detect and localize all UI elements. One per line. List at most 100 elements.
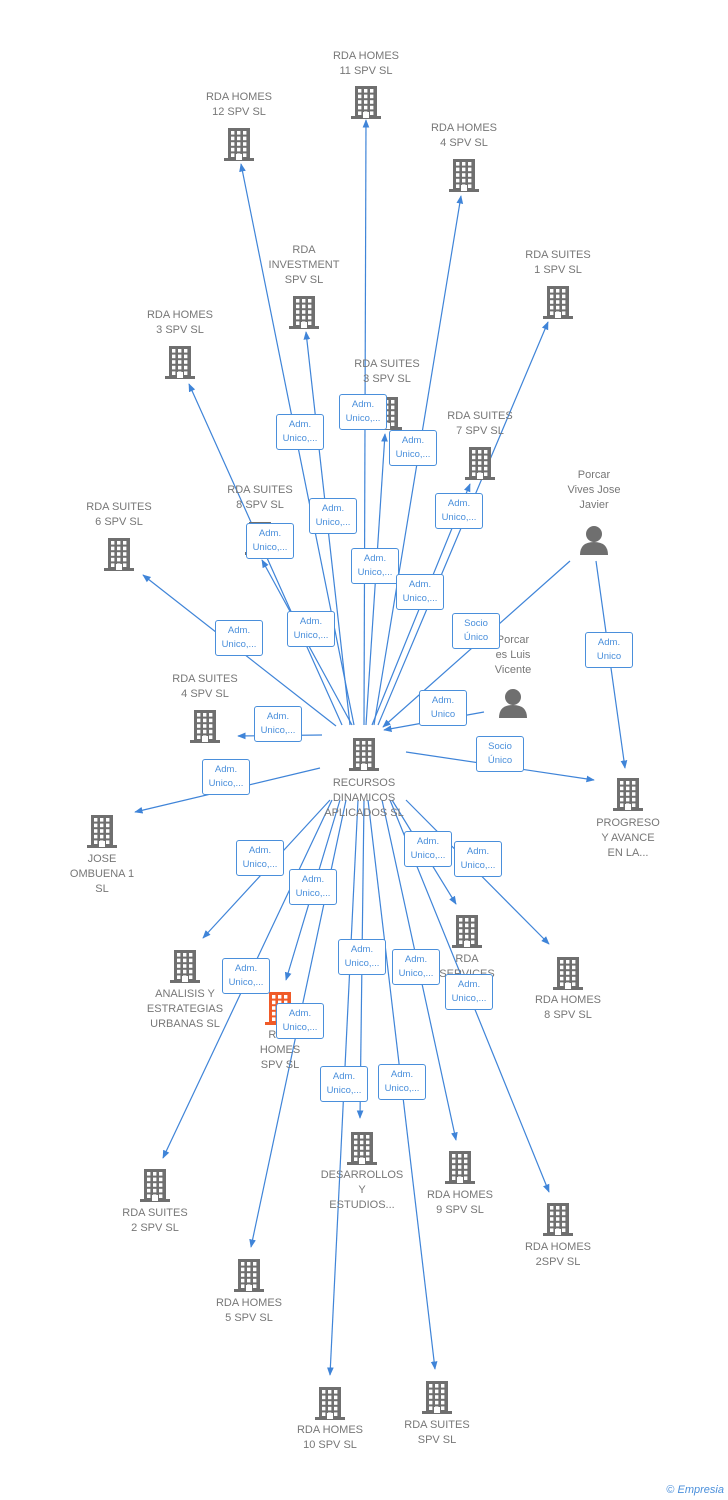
node-label-line: 7 SPV SL	[456, 425, 504, 437]
relation-badge-center-analisis[interactable]: Adm.Unico,...	[236, 840, 284, 876]
relation-badge-center-suites4[interactable]: Adm.Unico,...	[254, 706, 302, 742]
node-label-line: Javier	[579, 499, 609, 511]
building-icon[interactable]	[102, 536, 136, 577]
relation-badge-center-homes11[interactable]: Adm.Unico,...	[339, 394, 387, 430]
node-label-line: HOMES	[259, 1044, 301, 1056]
relation-badge-center-desarrollos[interactable]: Adm.Unico,...	[338, 939, 386, 975]
node-label-line: 3 SPV SL	[363, 373, 411, 385]
relation-badge-center-homes8[interactable]: Adm.Unico,...	[454, 841, 502, 877]
relation-badge-porcarjlv-center[interactable]: Adm.Unico	[419, 690, 467, 726]
building-icon[interactable]	[347, 736, 381, 777]
relation-badge-line: Adm.	[266, 711, 290, 722]
building-icon[interactable]	[313, 1385, 347, 1426]
building-icon[interactable]	[420, 1379, 454, 1420]
node-label-line: RDA SUITES	[354, 358, 420, 370]
relation-badge-center-homes2spv[interactable]: Adm.Unico,...	[445, 974, 493, 1010]
building-icon[interactable]	[287, 294, 321, 335]
building-icon[interactable]	[541, 1201, 575, 1242]
building-icon[interactable]	[232, 1257, 266, 1298]
building-icon[interactable]	[168, 948, 202, 989]
building-icon[interactable]	[349, 84, 383, 125]
node-label-line: RDA	[455, 953, 479, 965]
building-icon[interactable]	[463, 445, 497, 486]
relation-badge-center-suites6[interactable]: Adm.Unico,...	[215, 620, 263, 656]
relation-badge-line: Unico,...	[410, 850, 446, 861]
person-icon[interactable]	[578, 525, 610, 560]
node-label-line: 5 SPV SL	[225, 1312, 273, 1324]
relation-badge-line: Adm.	[258, 528, 282, 539]
node-label-line: RDA HOMES	[296, 1424, 364, 1436]
node-label-line: 9 SPV SL	[436, 1204, 484, 1216]
building-icon[interactable]	[611, 776, 645, 817]
relation-badge-center-suites8[interactable]: Adm.Unico,...	[287, 611, 335, 647]
building-icon[interactable]	[541, 284, 575, 325]
brand-logo[interactable]: Empresia	[677, 1484, 724, 1496]
relation-badge-center-homes9[interactable]: Adm.Unico,...	[392, 949, 440, 985]
node-label-line: JOSE	[87, 853, 117, 865]
node-label-suites3[interactable]: RDA SUITES 3 SPV SL	[354, 357, 419, 387]
relation-badge-line: Adm.	[404, 954, 428, 965]
relation-badge-line: Adm.	[466, 846, 490, 857]
relation-badge-line: Adm.	[234, 963, 258, 974]
relation-badge-center-suites2[interactable]: Adm.Unico,...	[222, 958, 270, 994]
building-icon[interactable]	[443, 1149, 477, 1190]
relation-badge-center-suites3[interactable]: Adm.Unico,...	[351, 548, 399, 584]
relation-badge-center-homes12[interactable]: Adm.Unico,...	[276, 414, 324, 450]
relation-badge-center-jose[interactable]: Adm.Unico,...	[202, 759, 250, 795]
node-label-line: DINAMICOS	[332, 792, 396, 804]
relation-badge-center-homes4[interactable]: Adm.Unico,...	[389, 430, 437, 466]
relation-badge-line: Único	[463, 632, 489, 643]
relation-badge-center-homesspv[interactable]: Adm.Unico,...	[289, 869, 337, 905]
node-label-line: 4 SPV SL	[181, 688, 229, 700]
node-label-line: RDA HOMES	[524, 1241, 592, 1253]
building-icon[interactable]	[447, 157, 481, 198]
building-icon[interactable]	[188, 708, 222, 749]
building-icon[interactable]	[138, 1167, 172, 1208]
node-label-line: SPV SL	[284, 274, 324, 286]
building-icon[interactable]	[551, 955, 585, 996]
building-icon[interactable]	[345, 1130, 379, 1171]
building-icon[interactable]	[163, 344, 197, 385]
relation-badge-center-investment[interactable]: Adm.Unico,...	[309, 498, 357, 534]
relation-badge-porcarjj-progreso[interactable]: Adm.Unico	[585, 632, 633, 668]
person-icon[interactable]	[497, 688, 529, 723]
relation-badge-center-homes10[interactable]: Adm.Unico,...	[320, 1066, 368, 1102]
building-icon[interactable]	[450, 913, 484, 954]
relation-badge-center-suites1[interactable]: Adm.Unico,...	[435, 493, 483, 529]
relation-badge-line: Adm.	[248, 845, 272, 856]
relation-badge-center-suites7[interactable]: Adm.Unico,...	[396, 574, 444, 610]
relation-badge-center-homes3[interactable]: Adm.Unico,...	[246, 523, 294, 559]
relation-badge-center-homes5[interactable]: Adm.Unico,...	[276, 1003, 324, 1039]
relation-badge-center-suitesspv[interactable]: Adm.Unico,...	[378, 1064, 426, 1100]
building-icon[interactable]	[222, 126, 256, 167]
relation-badge-center-services[interactable]: Adm.Unico,...	[404, 831, 452, 867]
building-icon[interactable]	[85, 813, 119, 854]
